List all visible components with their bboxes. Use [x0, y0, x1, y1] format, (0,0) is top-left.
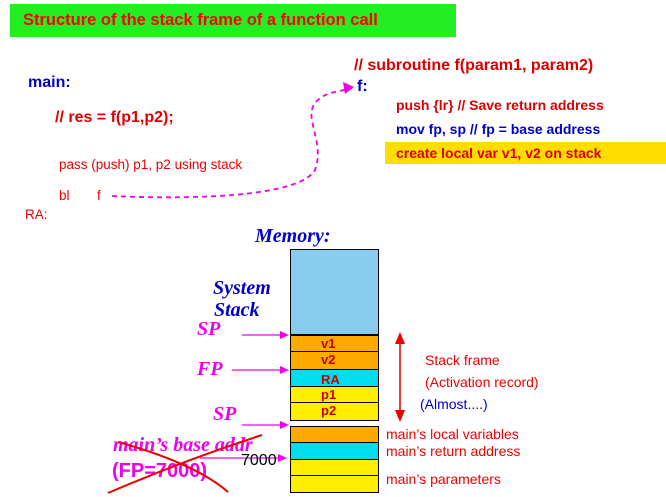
main-param-cell-2: [290, 475, 379, 493]
stack-frame-bracket-arrow: [395, 332, 405, 422]
base-addr-arrow: [200, 454, 287, 462]
stack-cell-p2: p2: [290, 402, 379, 421]
code-line-push: push {lr} // Save return address: [396, 97, 604, 113]
activation-record-label: (Activation record): [425, 374, 539, 390]
fp-arrow: [232, 366, 289, 374]
bl-instruction: bl: [59, 188, 70, 203]
subroutine-label: f:: [357, 78, 368, 95]
system-stack-region: [290, 249, 379, 335]
main-return-addr-label: main’s return address: [386, 443, 521, 459]
sp-top-arrow: [242, 331, 289, 339]
subroutine-comment: // subroutine f(param1, param2): [354, 57, 594, 74]
main-params-label: main’s parameters: [386, 471, 501, 487]
code-line-mov: mov fp, sp // fp = base address: [396, 121, 601, 137]
stack-cell-v2: v2: [290, 351, 379, 370]
main-label: main:: [28, 74, 71, 91]
fp-label: FP: [197, 358, 223, 380]
page-title: Structure of the stack frame of a functi…: [23, 11, 378, 29]
memory-label: Memory:: [255, 225, 331, 247]
main-comment: // res = f(p1,p2);: [55, 109, 174, 126]
title-bar: Structure of the stack frame of a functi…: [10, 4, 456, 37]
ra-label: RA:: [25, 207, 48, 222]
main-local-vars-label: main’s local variables: [386, 426, 519, 442]
sp-bottom-arrow: [242, 421, 289, 429]
bl-target: f: [97, 188, 101, 203]
sp-label-top: SP: [197, 318, 221, 340]
highlight-bar: [385, 142, 666, 164]
almost-label: (Almost....): [420, 396, 488, 412]
system-stack-label: System Stack: [213, 277, 271, 321]
code-line-create-locals: create local var v1, v2 on stack: [396, 145, 602, 161]
pass-params-line: pass (push) p1, p2 using stack: [59, 157, 243, 172]
sp-label-bottom: SP: [213, 403, 237, 425]
address-7000: 7000: [241, 452, 277, 469]
stack-frame-label: Stack frame: [425, 352, 500, 368]
